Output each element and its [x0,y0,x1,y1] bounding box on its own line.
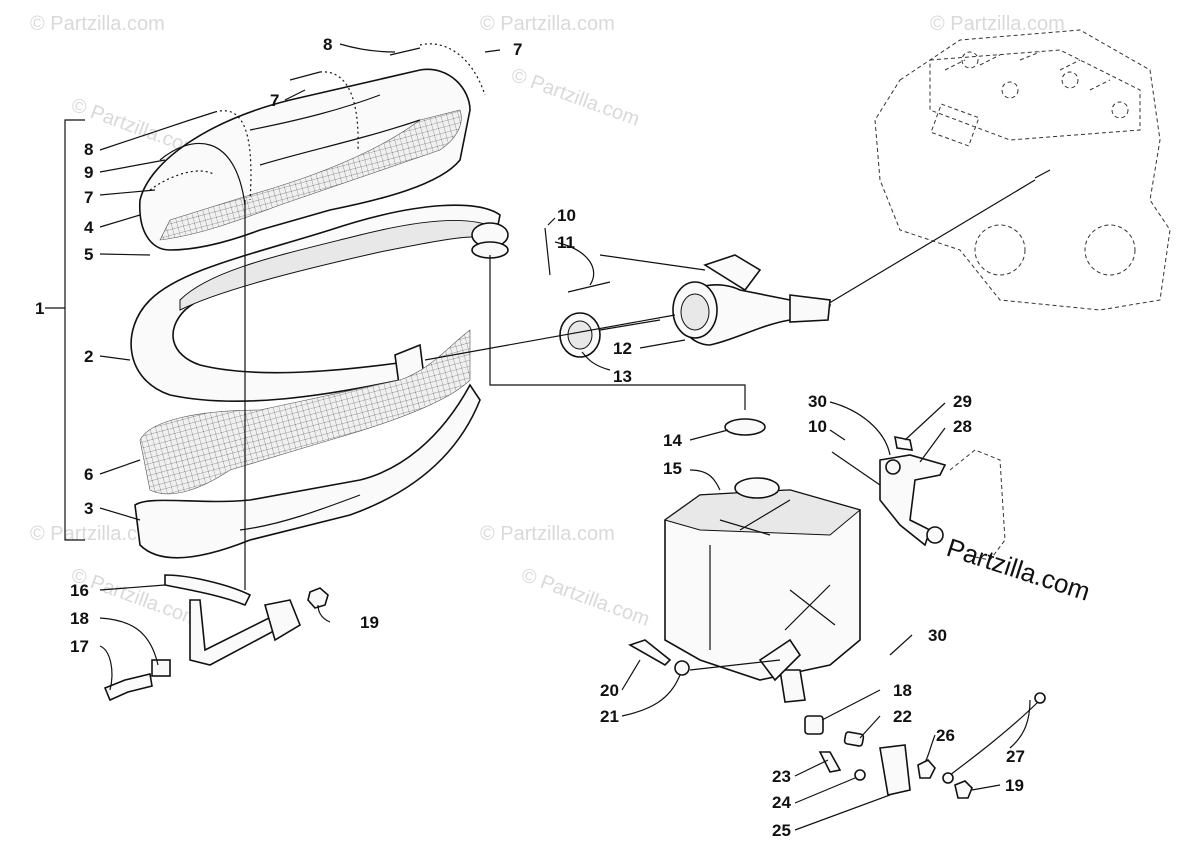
callout-10-b: 10 [808,417,827,436]
svg-text:© Partzilla.com: © Partzilla.com [930,13,1065,35]
callout-19-a: 19 [360,613,379,632]
brand-logo-text: Partzilla.com [943,532,1094,607]
callout-18-b: 18 [893,681,912,700]
callout-16: 16 [70,581,89,600]
callout-14: 14 [663,431,682,450]
assembly-group-bracket [45,119,85,541]
callout-22: 22 [893,707,912,726]
callout-9: 9 [84,163,93,182]
springs-and-chains [149,43,611,293]
svg-text:© Partzilla.com: © Partzilla.com [518,564,652,631]
callout-25: 25 [772,821,791,840]
callout-26: 26 [936,726,955,745]
right-mounting-bracket [831,435,1006,561]
callout-7-b: 7 [270,91,279,110]
callout-8-a: 8 [84,140,93,159]
svg-text:© Partzilla.com: © Partzilla.com [30,13,165,35]
callout-5: 5 [84,245,93,264]
callout-27: 27 [1006,747,1025,766]
engine-block-illustration [825,29,1171,311]
callout-29: 29 [953,392,972,411]
callout-19-b: 19 [1005,776,1024,795]
svg-text:© Partzilla.com: © Partzilla.com [508,64,642,131]
left-mounting-bracket [103,200,329,702]
callout-6: 6 [84,465,93,484]
callout-2: 2 [84,347,93,366]
callout-8-b: 8 [323,35,332,54]
lower-heat-shield [134,329,481,559]
callout-30-b: 30 [928,626,947,645]
callout-4: 4 [84,218,94,237]
callout-12: 12 [613,339,632,358]
callout-11: 11 [557,233,575,252]
callout-23: 23 [772,767,791,786]
callout-18-a: 18 [70,609,89,628]
muffler [489,255,862,703]
upper-heat-shield [139,68,471,251]
callout-30-a: 30 [808,392,827,411]
callout-3: 3 [84,499,93,518]
callout-15: 15 [663,459,682,478]
callout-10-a: 10 [557,206,576,225]
callout-20: 20 [600,681,619,700]
callout-17: 17 [70,637,89,656]
exhaust-manifold [424,254,832,361]
callout-1: 1 [35,299,44,318]
muffler-mount-hardware [628,639,1046,799]
callout-7-a: 7 [84,188,93,207]
callout-28: 28 [953,417,972,436]
callout-13: 13 [613,367,632,386]
svg-text:© Partzilla.com: © Partzilla.com [30,523,165,545]
callout-numbers: 1 2 3 4 5 6 7 7 7 8 8 9 10 10 11 12 13 1… [35,35,1025,840]
callout-24: 24 [772,793,791,812]
callout-7-c: 7 [513,40,522,59]
leader-lines [99,43,1031,831]
svg-text:© Partzilla.com: © Partzilla.com [480,523,615,545]
callout-21: 21 [600,707,619,726]
svg-text:© Partzilla.com: © Partzilla.com [480,13,615,35]
